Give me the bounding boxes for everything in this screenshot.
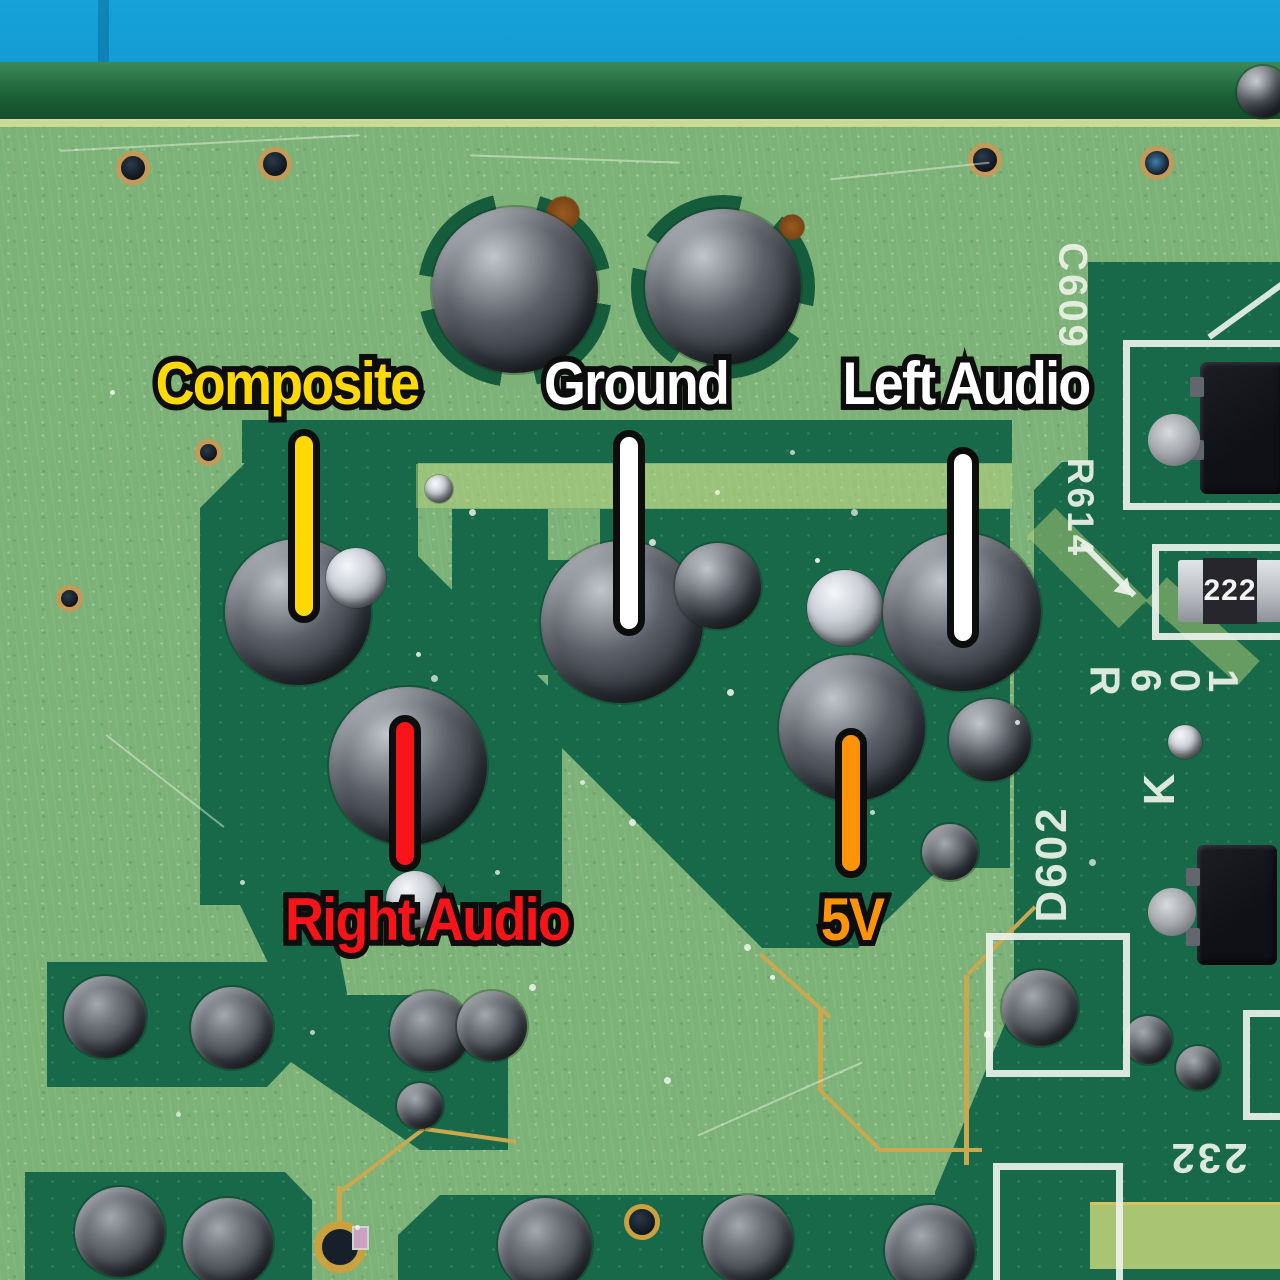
- solder-joint: [1176, 1046, 1220, 1090]
- label-composite-text: Composite: [155, 350, 421, 417]
- smd-component-pink: [352, 1226, 369, 1250]
- silkscreen-ref-232: 232: [1168, 1135, 1248, 1182]
- solder-joint: [64, 976, 146, 1058]
- label-left-audio: Left Audio Left Audio: [837, 346, 1097, 421]
- label-5v-text: 5V: [820, 886, 885, 953]
- marker-5v: [835, 728, 867, 878]
- small-hole: [195, 439, 222, 466]
- label-ground-text: Ground: [543, 350, 730, 417]
- solder-joint: [457, 991, 527, 1061]
- label-ground: Ground Ground: [539, 346, 736, 421]
- silkscreen-ref-c609: C609: [1050, 242, 1095, 350]
- silkscreen-box-right-edge: [1243, 1010, 1280, 1120]
- label-composite-outline: Composite: [150, 346, 425, 421]
- marker-right-audio: [389, 715, 421, 872]
- label-5v-outline: 5V: [815, 882, 890, 957]
- resistor-end-cap: [1255, 560, 1280, 622]
- transistor-lead: [1186, 928, 1200, 946]
- background-shadow-line: [98, 0, 109, 64]
- silkscreen-ref-k: K: [1135, 770, 1184, 806]
- solder-joint: [1002, 970, 1078, 1046]
- solder-joint: [675, 543, 761, 629]
- solder-pad: [1148, 414, 1200, 466]
- solder-joint: [390, 991, 470, 1071]
- silkscreen-box-transistor-top: [1123, 340, 1280, 510]
- marker-left-audio: [947, 447, 979, 648]
- solder-joint: [183, 1198, 273, 1280]
- solder-joint: [949, 699, 1031, 781]
- solder-joint: [498, 1198, 592, 1280]
- label-right-audio-text: Right Audio: [284, 886, 571, 953]
- small-hole: [56, 585, 83, 612]
- surface-scratch: [60, 134, 360, 152]
- solder-speckles: [110, 390, 115, 395]
- solder-pad: [1148, 888, 1196, 936]
- solder-joint: [75, 1187, 165, 1277]
- via-hole: [624, 1204, 660, 1240]
- label-left-audio-text: Left Audio: [842, 350, 1092, 417]
- mounting-hole: [258, 147, 292, 181]
- smd-transistor: [1197, 845, 1277, 965]
- surface-scratch: [830, 161, 990, 181]
- label-left-audio-outline: Left Audio: [837, 346, 1097, 421]
- gold-trace: [882, 1148, 982, 1152]
- silkscreen-box-resistor: [1152, 544, 1280, 640]
- silkscreen-box-bottom: [986, 933, 1130, 1077]
- copper-trace-strip: [416, 464, 1012, 508]
- mounting-hole: [1140, 146, 1174, 180]
- gold-trace: [964, 975, 969, 1165]
- solder-joint: [1237, 66, 1280, 118]
- silkscreen-box-bottom-partial: [993, 1163, 1123, 1280]
- solder-joint: [191, 987, 273, 1069]
- resistor-code-text: 222: [1203, 574, 1257, 607]
- solder-joint: [432, 207, 598, 373]
- surface-scratch: [470, 154, 680, 164]
- solder-ball: [1168, 725, 1202, 759]
- transistor-lead: [1190, 377, 1204, 397]
- label-5v: 5V 5V: [815, 882, 890, 957]
- background-sky-strip: [0, 0, 1280, 64]
- transistor-lead: [1186, 868, 1200, 886]
- board-edge: [0, 62, 1280, 124]
- label-ground-outline: Ground: [539, 346, 736, 421]
- solder-joint: [703, 1195, 793, 1280]
- marker-ground: [613, 430, 645, 636]
- smd-resistor-222: 222: [1203, 558, 1257, 624]
- solder-joint: [645, 209, 801, 365]
- solder-joint: [922, 824, 978, 880]
- label-right-audio-outline: Right Audio: [280, 882, 577, 957]
- gold-trace: [816, 1086, 884, 1154]
- marker-composite: [288, 429, 320, 623]
- solder-joint: [885, 1205, 975, 1280]
- solder-ball: [425, 475, 453, 503]
- smd-transistor: [1200, 362, 1280, 494]
- solder-joint: [326, 548, 386, 608]
- mounting-hole: [968, 143, 1002, 177]
- resistor-end-cap: [1178, 560, 1205, 622]
- gold-trace: [338, 1127, 426, 1194]
- gold-trace: [818, 1008, 823, 1088]
- label-right-audio: Right Audio Right Audio: [280, 882, 577, 957]
- solder-ball: [807, 570, 883, 646]
- flux-residue: [779, 214, 805, 240]
- mounting-hole: [116, 151, 150, 185]
- board-edge-highlight: [0, 119, 1280, 127]
- surface-scratch: [697, 1061, 863, 1137]
- silkscreen-ref-d602: D602: [1027, 805, 1076, 923]
- solder-ball: [386, 871, 444, 929]
- gold-trace: [337, 1186, 342, 1228]
- solder-joint: [1124, 1016, 1172, 1064]
- solder-joint: [397, 1083, 443, 1129]
- label-composite: Composite Composite: [150, 346, 425, 421]
